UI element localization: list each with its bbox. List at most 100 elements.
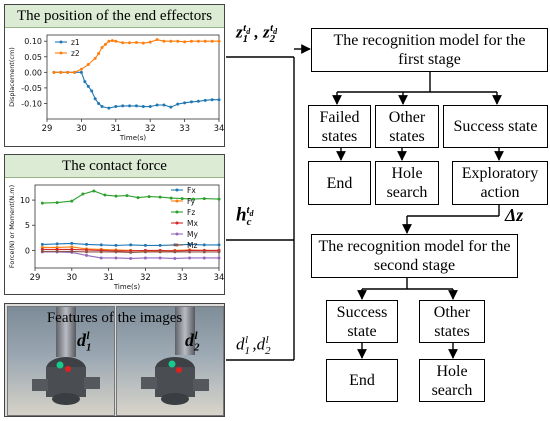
legend-marker	[175, 243, 179, 247]
data-point-z1	[86, 84, 90, 88]
data-point-fx	[114, 243, 118, 247]
y-tick-label: -0.10	[21, 99, 42, 108]
data-point-z1	[196, 99, 200, 103]
data-point-my	[143, 256, 147, 260]
legend-label-z1: z1	[71, 38, 80, 47]
data-point-mz	[188, 250, 192, 254]
x-tick-label: 34	[214, 273, 224, 283]
other-states-box-1: Other states	[375, 105, 439, 148]
camera-image-left	[7, 306, 115, 416]
data-point-fz	[217, 197, 221, 201]
failed-states-box: Failed states	[308, 105, 371, 148]
end-effector-panel-title: The position of the end effectors	[5, 5, 224, 28]
y-tick-label: 0.10	[24, 37, 42, 46]
success-state-box-1: Success state	[443, 105, 548, 148]
delta-z-symbol: Δz	[505, 205, 524, 225]
data-point-z2	[66, 70, 70, 74]
data-point-z2	[73, 70, 77, 74]
end-box-1: End	[308, 161, 371, 205]
data-point-z2	[114, 39, 118, 43]
x-tick-label: 32	[145, 124, 156, 134]
data-point-mz	[217, 250, 221, 254]
legend-marker	[59, 40, 63, 44]
data-point-fz	[158, 195, 162, 199]
x-tick-label: 31	[110, 124, 121, 134]
data-point-mz	[55, 249, 59, 253]
legend-marker	[175, 188, 179, 192]
other-states-box-2: Other states	[419, 300, 485, 343]
data-point-z2	[148, 40, 152, 44]
camera-image-left-art	[8, 307, 114, 415]
x-tick-label: 29	[42, 124, 53, 134]
data-point-z1	[83, 80, 87, 84]
x-tick-label: 30	[66, 273, 77, 283]
data-point-z1	[169, 105, 173, 109]
x-tick-label: 33	[179, 124, 190, 134]
data-point-mz	[85, 250, 89, 254]
y-axis-label: Displacement(cm)	[8, 47, 16, 107]
data-point-z1	[189, 100, 193, 104]
x-tick-label: 34	[214, 124, 224, 134]
data-point-z1	[155, 103, 159, 107]
data-point-z2	[196, 39, 200, 43]
x-tick-label: 30	[76, 124, 87, 134]
data-point-fx	[129, 243, 133, 247]
data-point-my	[114, 256, 118, 260]
data-point-z1	[128, 104, 132, 108]
x-tick-label: 31	[103, 273, 114, 283]
x-tick-label: 32	[140, 273, 151, 283]
data-point-mz	[70, 249, 74, 253]
series-line-z2	[53, 39, 219, 73]
y-tick-label: 10	[20, 196, 30, 205]
data-point-fz	[81, 192, 85, 196]
data-point-z1	[134, 104, 138, 108]
camera-image-right	[116, 306, 224, 416]
data-point-z2	[128, 41, 132, 45]
camera-image-right-art	[117, 307, 223, 415]
data-point-my	[173, 256, 177, 260]
h-force-symbol: hctd	[236, 204, 254, 229]
series-line-z1	[53, 71, 219, 109]
x-axis-label: Time(s)	[113, 283, 141, 291]
exploratory-action-box: Exploratory action	[452, 161, 548, 205]
data-point-mz	[40, 249, 44, 253]
end-box-2: End	[326, 359, 398, 402]
data-point-z2	[203, 39, 207, 43]
data-point-my	[158, 256, 162, 260]
z-pair-symbol: z1td , z2td	[236, 22, 278, 46]
data-point-fx	[188, 242, 192, 246]
data-point-fx	[85, 242, 89, 246]
y-tick-label: 0.05	[24, 53, 42, 62]
d-pair-symbol: d1l ,d2l	[236, 334, 271, 358]
data-point-z1	[90, 89, 94, 93]
y-tick-label: 5	[25, 221, 30, 230]
legend-label-z2: z2	[71, 49, 80, 58]
legend-marker	[59, 51, 63, 55]
data-point-fz	[147, 195, 151, 199]
legend-label-mz: Mz	[187, 241, 197, 250]
data-point-z2	[155, 38, 159, 42]
data-point-z1	[176, 102, 180, 106]
hole-search-box-2: Hole search	[419, 359, 485, 402]
contact-force-panel-title: The contact force	[5, 155, 224, 178]
legend-marker	[175, 210, 179, 214]
data-point-z2	[134, 40, 138, 44]
data-point-z1	[148, 105, 152, 109]
data-point-fz	[92, 189, 96, 193]
data-point-my	[202, 256, 206, 260]
data-point-z2	[141, 41, 145, 45]
x-tick-label: 33	[177, 273, 188, 283]
data-point-fz	[136, 196, 140, 200]
data-point-fx	[217, 243, 221, 247]
data-point-z1	[217, 98, 221, 102]
legend-label-fx: Fx	[187, 186, 196, 195]
data-point-z1	[97, 101, 101, 105]
data-point-fz	[103, 193, 107, 197]
image-features-panel: Features of the images d1l d2l	[4, 303, 225, 417]
data-point-z2	[107, 39, 111, 43]
data-point-fz	[70, 199, 74, 203]
data-point-fz	[40, 201, 44, 205]
data-point-fz	[125, 194, 129, 198]
